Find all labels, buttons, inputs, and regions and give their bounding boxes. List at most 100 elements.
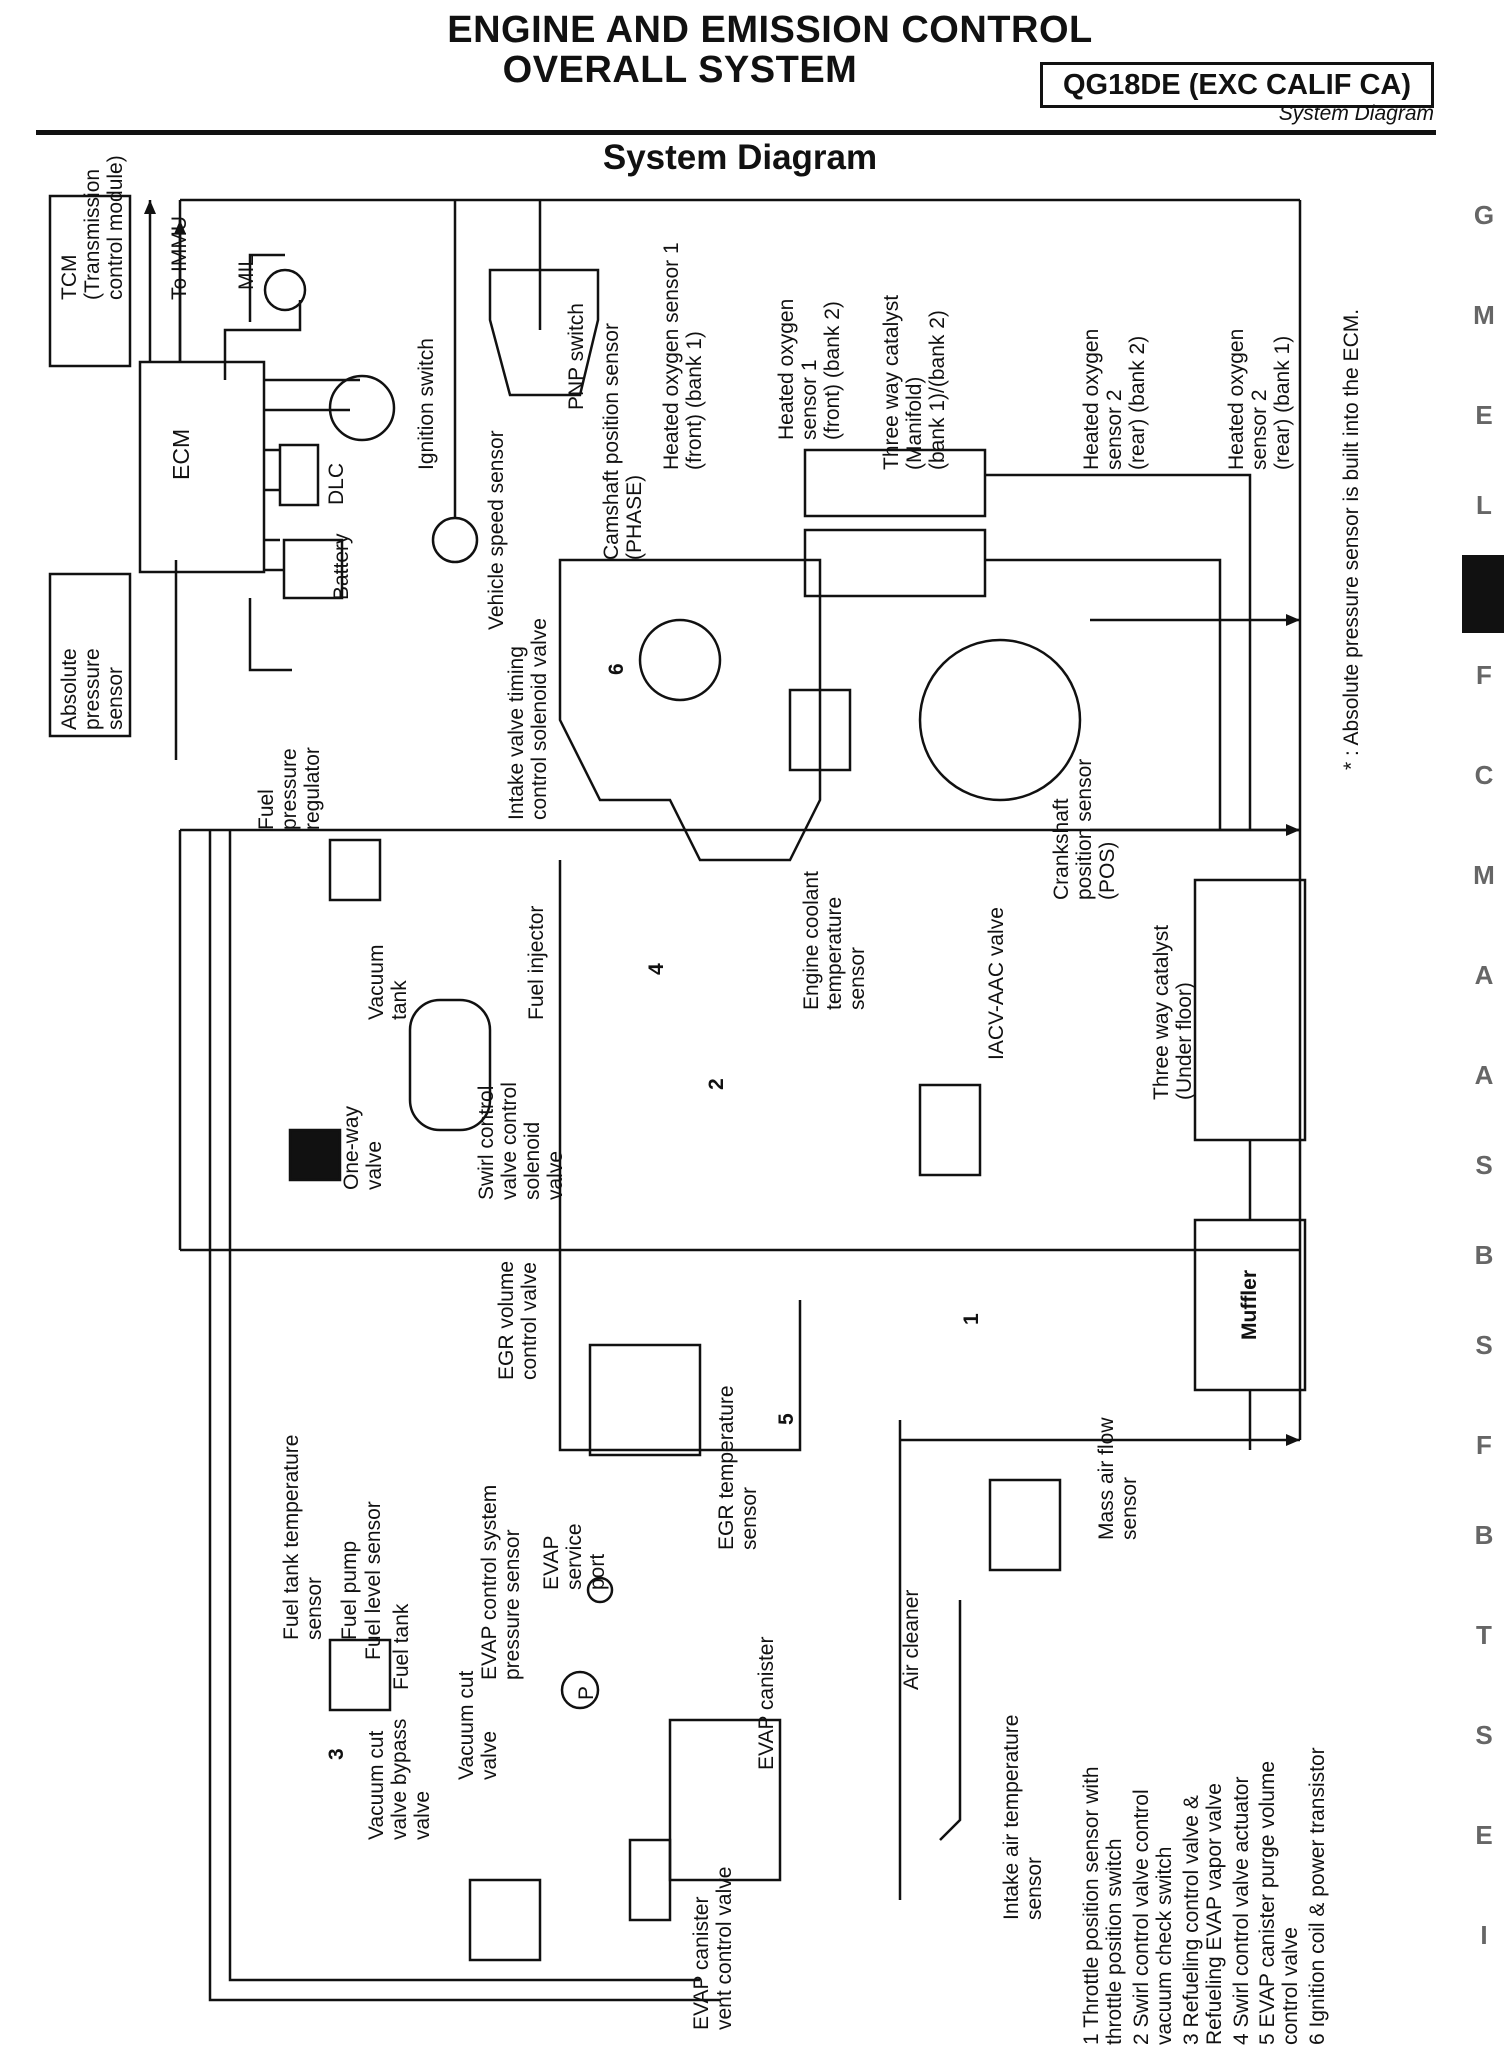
evap-service-port-label: EVAP service port: [540, 1523, 609, 1590]
side-tab-active: [1462, 555, 1504, 633]
tcm-box: [48, 194, 132, 368]
battery-label: Battery: [330, 533, 353, 600]
underfloor-catalyst-label: Three way catalyst (Under floor): [1150, 924, 1196, 1100]
side-tab[interactable]: E: [1475, 400, 1493, 430]
dlc-label: DLC: [325, 462, 348, 505]
air-cleaner-label: Air cleaner: [900, 1589, 923, 1690]
side-tab[interactable]: L: [1476, 490, 1492, 520]
heated-o2-1-bank2-label: Heated oxygen sensor 1 (front) (bank 2): [775, 298, 844, 440]
fuel-pressure-regulator: [328, 838, 382, 902]
side-tab[interactable]: I: [1480, 1920, 1488, 1950]
intake-air-temp-label: Intake air temperature sensor: [1000, 1714, 1046, 1920]
side-tab[interactable]: B: [1474, 1520, 1494, 1550]
legend-text: Ignition coil & power transistor: [1306, 1747, 1329, 2028]
legend-num: 6: [1306, 2033, 1329, 2045]
legend-text: Refueling control valve & Refueling EVAP…: [1180, 1783, 1226, 2045]
callout-1: 1: [960, 1313, 983, 1325]
evap-pressure-label: EVAP control system pressure sensor: [478, 1484, 524, 1680]
crankshaft: [918, 638, 1082, 802]
vacuum-cut-bypass-label: Vacuum cut valve bypass valve: [365, 1718, 434, 1840]
abs-pressure-label: Absolute pressure sensor: [58, 648, 127, 730]
egr-volume-valve-label: EGR volume control valve: [495, 1260, 541, 1380]
heated-o2-2-bank2-label: Heated oxygen sensor 2 (rear) (bank 2): [1080, 328, 1149, 470]
crankshaft-sensor-label: Crankshaft position sensor (POS): [1050, 758, 1119, 900]
evap-canister: [668, 1718, 782, 1882]
arrow-2: [1286, 824, 1300, 836]
side-tab[interactable]: E: [1475, 1820, 1493, 1850]
evap-pressure-sensor: [560, 1670, 600, 1710]
swirl-solenoid-label: Swirl control valve control solenoid val…: [475, 1082, 567, 1200]
callout-2: 2: [705, 1078, 728, 1090]
coolant-temp-label: Engine coolant temperature sensor: [800, 871, 869, 1010]
manifold-catalyst-2: [803, 528, 987, 598]
ecm-label: ECM: [168, 428, 194, 480]
legend-num: 1: [1080, 2033, 1103, 2045]
legend-num: 3: [1180, 2033, 1203, 2045]
side-tab[interactable]: C: [1474, 760, 1494, 790]
legend-num: 4: [1230, 2033, 1253, 2045]
vehicle-speed-sensor-symbol: [431, 516, 479, 564]
side-tab[interactable]: S: [1475, 1720, 1493, 1750]
callout-4: 4: [645, 963, 668, 975]
arrow-3: [1286, 1434, 1300, 1446]
side-tab[interactable]: A: [1474, 960, 1494, 990]
page-title-line2: OVERALL SYSTEM: [502, 49, 858, 91]
ignition-switch-symbol: [328, 374, 396, 442]
intake-valve-timing-label: Intake valve timing control solenoid val…: [505, 618, 551, 820]
abs-pressure-box: [48, 572, 132, 738]
heated-o2-1-bank1-label: Heated oxygen sensor 1 (front) (bank 1): [660, 242, 706, 470]
vacuum-tank-label: Vacuum tank: [365, 944, 411, 1020]
arrow-5: [174, 220, 186, 234]
legend-text: EVAP canister purge volume control valve: [1256, 1760, 1302, 2045]
legend-item-6: 6 Ignition coil & power transistor: [1306, 1747, 1329, 2045]
fuel-pressure-regulator-label: Fuel pressure regulator: [255, 747, 324, 830]
side-tab[interactable]: S: [1475, 1330, 1493, 1360]
one-way-valve-label: One-way valve: [340, 1105, 386, 1190]
ecm-box: [138, 360, 266, 574]
legend-item-2: 2 Swirl control valve control vacuum che…: [1130, 1789, 1176, 2045]
one-way-valve: [288, 1128, 342, 1182]
side-tab[interactable]: F: [1476, 660, 1492, 690]
side-tab[interactable]: B: [1474, 1240, 1494, 1270]
side-tab[interactable]: G: [1473, 200, 1495, 230]
egr-valve: [588, 1343, 702, 1457]
diagram-title: System Diagram: [602, 138, 878, 177]
evap-canister-label: EVAP canister: [755, 1636, 778, 1770]
mass-air-flow-label: Mass air flow sensor: [1095, 1417, 1141, 1540]
callout-3: 3: [325, 1748, 348, 1760]
camshaft-sensor-label: Camshaft position sensor (PHASE): [600, 323, 646, 560]
side-tab[interactable]: M: [1473, 860, 1495, 890]
ignition-switch-label: Ignition switch: [415, 338, 438, 470]
legend-item-1: 1 Throttle position sensor with throttle…: [1080, 1766, 1126, 2045]
vacuum-cut-valve-label: Vacuum cut valve: [455, 1670, 501, 1780]
piston: [788, 688, 852, 772]
engine-block: [558, 558, 822, 862]
tcm-label: TCM (Transmission control module): [58, 155, 127, 300]
pnp-switch-shape: [488, 268, 600, 397]
manifold-catalyst-1: [803, 448, 987, 518]
fuel-tank-label: Fuel tank: [390, 1603, 413, 1690]
fuel-pump-label: Fuel pump: [338, 1540, 361, 1640]
side-tab[interactable]: M: [1473, 300, 1495, 330]
legend-text: Swirl control valve actuator: [1230, 1776, 1253, 2028]
muffler-label: Muffler: [1238, 1270, 1261, 1340]
page-title-line1: ENGINE AND EMISSION CONTROL: [447, 9, 1093, 51]
legend-num: 5: [1256, 2033, 1279, 2045]
camshaft: [638, 618, 722, 702]
vacuum-cut-valve: [468, 1878, 542, 1962]
side-tab[interactable]: S: [1475, 1150, 1493, 1180]
pnp-switch-label: PNP switch: [565, 303, 588, 410]
heated-o2-2-bank1-label: Heated oxygen sensor 2 (rear) (bank 1): [1225, 328, 1294, 470]
mil-label: MIL: [235, 254, 258, 290]
fuel-injector-label: Fuel injector: [525, 905, 548, 1020]
to-immu-label: To IMMU: [168, 216, 191, 300]
arrow-1: [1286, 614, 1300, 626]
footnote: * : Absolute pressure sensor is built in…: [1340, 308, 1363, 770]
pressure-p-symbol: P: [575, 1685, 598, 1700]
side-tab[interactable]: A: [1474, 1060, 1494, 1090]
side-tab[interactable]: T: [1476, 1620, 1492, 1650]
fuel-level-label: Fuel level sensor: [362, 1501, 385, 1660]
iacv-aac-box: [918, 1083, 982, 1177]
side-tab[interactable]: F: [1476, 1430, 1492, 1460]
